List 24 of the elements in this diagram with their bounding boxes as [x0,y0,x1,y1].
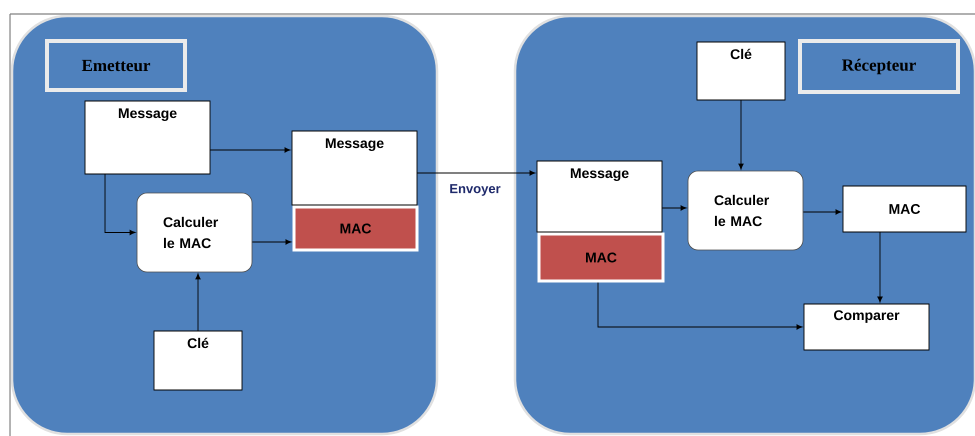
heading-box: Récepteur [798,39,960,94]
arrow [417,170,536,176]
edge-label: Envoyer [450,184,500,196]
box: Message [292,130,418,206]
process-box: Calculer le MAC [136,192,252,272]
process-box: Calculer le MAC [688,170,804,250]
arrow [210,147,290,153]
heading-box: Emetteur [45,39,187,92]
box: Clé [154,330,242,390]
box: Comparer [804,304,930,350]
arrow [252,239,292,245]
arrow [104,174,136,236]
arrow [598,282,802,330]
arrow [195,274,201,331]
mac-box: MAC [538,232,664,282]
mac-box: MAC [292,206,418,252]
box: Clé [696,42,786,100]
arrow [662,205,686,211]
box: MAC [842,186,966,232]
box: Message [536,160,662,232]
arrow [802,209,842,215]
box: Message [84,100,210,174]
arrow [738,100,744,170]
arrow [877,232,883,302]
